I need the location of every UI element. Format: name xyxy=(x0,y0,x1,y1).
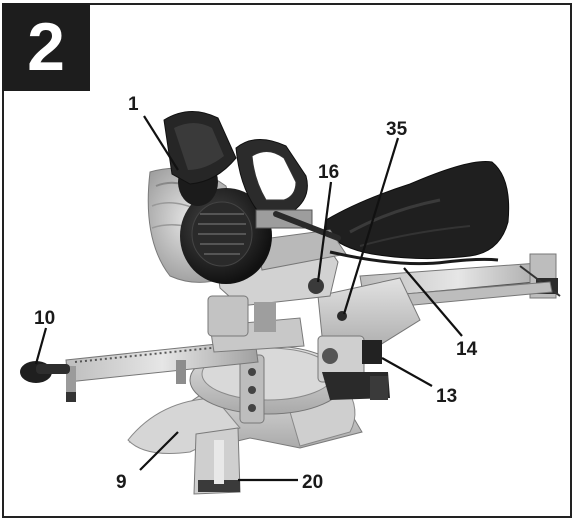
dust-bag xyxy=(325,161,510,260)
callout-13: 13 xyxy=(436,386,457,407)
power-cable xyxy=(329,250,499,266)
callout-10: 10 xyxy=(34,308,55,329)
callout-14: 14 xyxy=(456,339,478,360)
rear-pivot xyxy=(317,277,421,400)
callout-labels: 1 35 16 10 14 13 9 20 xyxy=(34,94,478,493)
leader-1 xyxy=(143,115,179,171)
callout-9: 9 xyxy=(116,472,127,493)
callout-16: 16 xyxy=(318,162,339,183)
operating-handle xyxy=(235,139,341,241)
callout-1: 1 xyxy=(128,94,139,115)
leader-35 xyxy=(342,137,400,315)
laser-housing xyxy=(163,111,237,185)
leader-10 xyxy=(34,327,48,365)
leader-16 xyxy=(316,181,333,283)
callout-leaders xyxy=(34,115,463,482)
clamp-handle xyxy=(20,361,70,383)
callout-35: 35 xyxy=(386,119,408,140)
callout-20: 20 xyxy=(302,472,323,493)
figure-number-badge: 2 xyxy=(2,3,90,91)
slide-rails xyxy=(359,253,561,309)
leader-9 xyxy=(139,431,179,471)
leader-14 xyxy=(403,267,463,337)
leader-13 xyxy=(381,357,433,387)
